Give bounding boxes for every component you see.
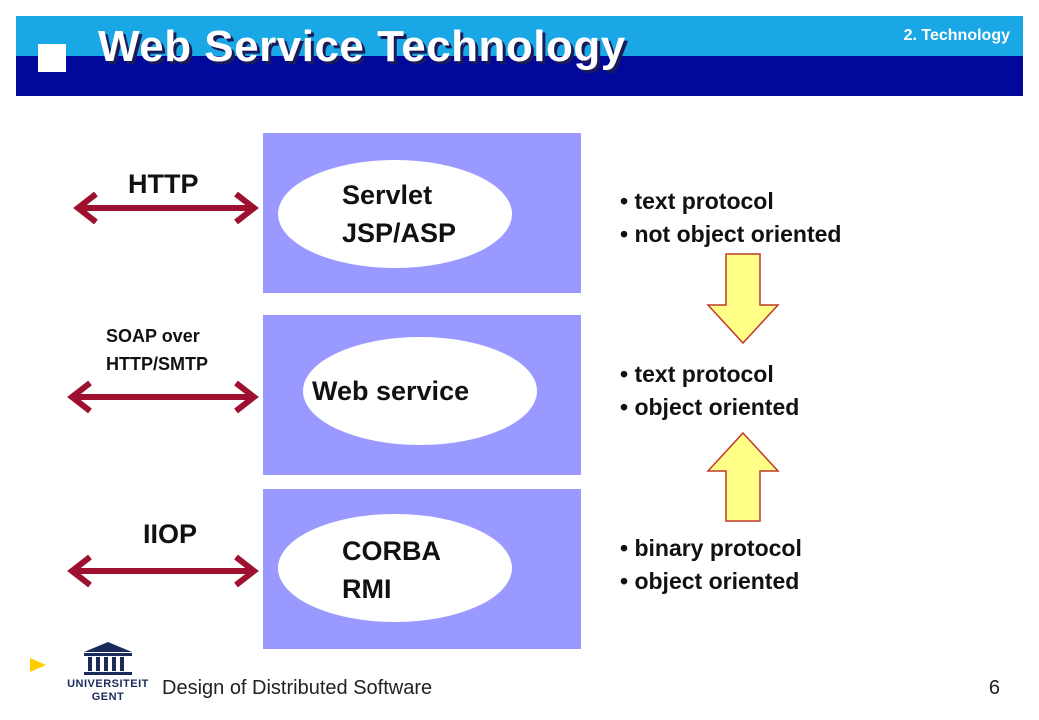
triangle-shape	[30, 658, 46, 672]
footer-course-title: Design of Distributed Software	[162, 677, 433, 699]
bullet-group-servlet: text protocol not object oriented	[620, 185, 841, 251]
section-label: 2. Technology	[903, 27, 1010, 44]
arrow-head-right	[234, 191, 259, 225]
layer-label-servlet: Servlet JSP/ASP	[342, 176, 456, 252]
bullet-item: text protocol	[620, 185, 841, 218]
up-arrow-icon	[706, 431, 780, 522]
down-arrow-shape	[706, 253, 780, 345]
triangle-right-icon	[30, 658, 46, 672]
ellipse-corba	[278, 514, 512, 622]
page-number: 6	[988, 677, 1000, 699]
university-logo: UNIVERSITEIT GENT	[54, 640, 162, 706]
protocol-label-http: HTTP	[128, 169, 199, 199]
logo-column	[120, 657, 124, 671]
bullet-item: object oriented	[620, 565, 802, 598]
bullet-item: binary protocol	[620, 532, 801, 565]
ellipse-web-service	[303, 337, 537, 445]
up-arrow-shape	[706, 431, 780, 522]
logo-base	[84, 672, 132, 675]
logo-column	[88, 657, 92, 671]
header-band-bottom	[16, 56, 1023, 96]
protocol-label-iiop: IIOP	[143, 519, 198, 549]
logo-text-line2: GENT	[91, 691, 125, 703]
logo-column	[104, 657, 108, 671]
bullet-item: object oriented	[620, 391, 799, 424]
layer-label-web-service: Web service	[312, 376, 470, 406]
logo-roof	[84, 642, 132, 652]
bullet-group-web-service: text protocol object oriented	[620, 358, 799, 424]
bullet-item: text protocol	[620, 358, 799, 391]
protocol-label-soap: SOAP over HTTP/SMTP	[106, 322, 208, 378]
double-arrow-iiop	[67, 554, 259, 588]
arrow-head-right	[234, 380, 259, 414]
protocol-label-line: SOAP over	[106, 326, 200, 346]
layer-label-corba: CORBA RMI	[342, 532, 441, 608]
layer-label-line: RMI	[342, 574, 392, 604]
layer-label-line: JSP/ASP	[342, 218, 457, 248]
protocol-label-line: HTTP/SMTP	[106, 354, 208, 374]
slide-title: Web Service Technology	[98, 22, 626, 71]
bullet-group-corba: binary protocol object oriented	[620, 532, 802, 598]
ellipse-servlet	[278, 160, 512, 268]
arrow-head-left	[73, 191, 98, 225]
layer-label-line: CORBA	[342, 536, 441, 566]
square-icon	[38, 44, 66, 72]
logo-column	[96, 657, 100, 671]
double-arrow-soap	[67, 380, 259, 414]
arrow-head-left	[67, 554, 92, 588]
logo-entablature	[84, 653, 132, 656]
logo-column	[112, 657, 116, 671]
arrow-head-left	[67, 380, 92, 414]
university-building-icon	[84, 642, 132, 675]
layer-label-line: Servlet	[342, 180, 433, 210]
down-arrow-icon	[706, 253, 780, 345]
double-arrow-http	[73, 191, 259, 225]
bullet-item: not object oriented	[620, 218, 841, 251]
logo-text-line1: UNIVERSITEIT	[67, 678, 149, 690]
header-band-top	[16, 16, 1023, 56]
arrow-head-right	[234, 554, 259, 588]
